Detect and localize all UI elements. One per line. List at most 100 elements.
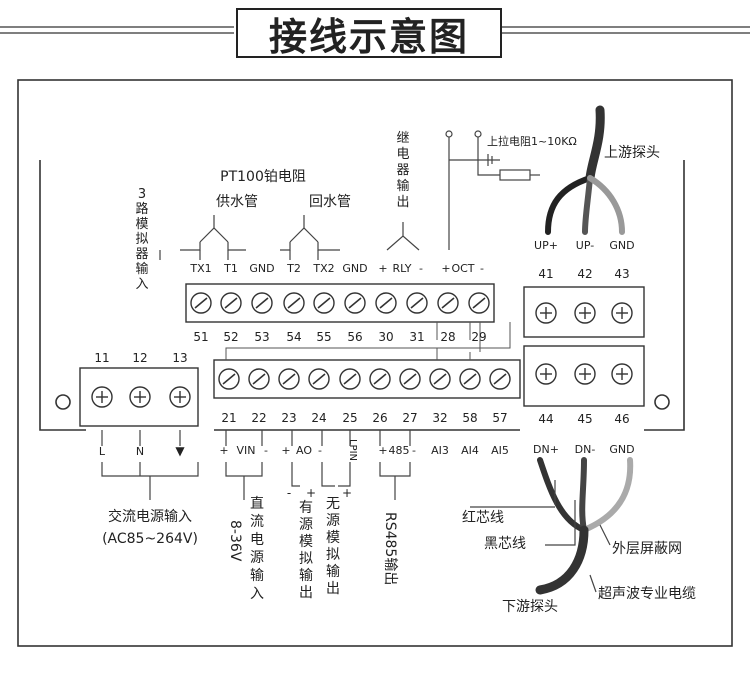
terminal-screw[interactable] [169, 386, 191, 408]
terminal-number: 22 [251, 411, 266, 425]
terminal-screw[interactable] [489, 368, 511, 390]
bottom-terminal-block [213, 359, 521, 399]
terminal-number: 29 [471, 330, 486, 344]
ultrasonic-cable-label: 超声波专业电缆 [598, 586, 696, 602]
mount-hole-right [654, 394, 670, 410]
terminal-signal: LPIN [347, 439, 358, 461]
pt100-wiring [159, 215, 340, 260]
terminal-screw[interactable] [344, 292, 366, 314]
terminal-screw[interactable] [251, 292, 273, 314]
upstream-probe-label: 上游探头 [604, 145, 660, 161]
page-title: 接线示意图 [236, 8, 502, 59]
terminal-screw[interactable] [611, 363, 633, 385]
terminal-screw[interactable] [459, 368, 481, 390]
dc-power-label: 直流电源输入 [250, 495, 264, 602]
terminal-number: 53 [254, 330, 269, 344]
terminal-signal: AI4 [461, 444, 479, 457]
terminal-screw[interactable] [218, 368, 240, 390]
terminal-screw[interactable] [429, 368, 451, 390]
terminal-screw[interactable] [283, 292, 305, 314]
terminal-screw[interactable] [308, 368, 330, 390]
terminal-number: 27 [402, 411, 417, 425]
terminal-number: 58 [462, 411, 477, 425]
relay-wiring [386, 222, 420, 251]
terminal-number: 13 [172, 351, 187, 365]
black-core-label: 黑芯线 [484, 536, 526, 552]
terminal-screw[interactable] [129, 386, 151, 408]
terminal-signal: GND [609, 443, 634, 456]
relay-output-label: 继电器输出 [396, 131, 409, 210]
terminal-screw[interactable] [220, 292, 242, 314]
terminal-signal: - [480, 262, 484, 275]
pullup-label: 上拉电阻1~10KΩ [487, 134, 577, 148]
terminal-number: 46 [614, 412, 629, 426]
pt100-label: PT100铂电阻 [220, 169, 306, 185]
terminal-number: 32 [432, 411, 447, 425]
terminal-signal: ▼ [175, 444, 185, 458]
terminal-screw[interactable] [535, 363, 557, 385]
terminal-number: 28 [440, 330, 455, 344]
supply-pipe-label: 供水管 [216, 194, 258, 210]
terminal-signal: - [419, 262, 423, 275]
terminal-signal: + [441, 262, 450, 275]
terminal-screw[interactable] [406, 292, 428, 314]
terminal-number: 11 [94, 351, 109, 365]
terminal-screw[interactable] [369, 368, 391, 390]
terminal-signal: UP- [576, 239, 594, 252]
terminal-screw[interactable] [574, 302, 596, 324]
terminal-number: 12 [132, 351, 147, 365]
outer-frame [17, 79, 733, 647]
terminal-signal: AI3 [431, 444, 449, 457]
terminal-signal: + [378, 262, 387, 275]
terminal-screw[interactable] [339, 368, 361, 390]
terminal-screw[interactable] [468, 292, 490, 314]
terminal-screw[interactable] [399, 368, 421, 390]
terminal-signal: RLY [392, 262, 411, 275]
terminal-number: 25 [342, 411, 357, 425]
label-leaders [101, 430, 611, 593]
terminal-number: 31 [409, 330, 424, 344]
polarity-mark: - [287, 486, 291, 500]
terminal-screw[interactable] [611, 302, 633, 324]
bus-lines [225, 322, 511, 360]
terminal-screw[interactable] [313, 292, 335, 314]
terminal-signal: - [264, 444, 268, 457]
upstream-cable [545, 105, 625, 235]
terminal-screw[interactable] [574, 363, 596, 385]
terminal-screw[interactable] [278, 368, 300, 390]
terminal-screw[interactable] [535, 302, 557, 324]
downstream-cable [535, 457, 634, 595]
terminal-signal: - [318, 444, 322, 457]
terminal-signal: 485 [389, 444, 410, 457]
terminal-signal: OCT [451, 262, 474, 275]
terminal-signal: AO [296, 444, 312, 457]
terminal-number: 56 [347, 330, 362, 344]
terminal-number: 51 [193, 330, 208, 344]
terminal-screw[interactable] [248, 368, 270, 390]
terminal-signal: DN+ [533, 443, 559, 456]
terminal-signal: + [378, 444, 387, 457]
oct-pullup-wiring [445, 130, 540, 250]
active-analog-output-label: 有源模拟输出 [299, 500, 313, 601]
terminal-screw[interactable] [91, 386, 113, 408]
terminal-number: 57 [492, 411, 507, 425]
terminal-signal: - [412, 444, 416, 457]
terminal-signal: GND [609, 239, 634, 252]
terminal-signal: AI5 [491, 444, 509, 457]
terminal-number: 55 [316, 330, 331, 344]
device-body [39, 160, 685, 431]
top-terminal-block [185, 283, 495, 323]
terminal-screw[interactable] [375, 292, 397, 314]
terminal-number: 44 [538, 412, 553, 426]
ac-range-label: (AC85~264V) [102, 531, 198, 547]
terminal-screw[interactable] [190, 292, 212, 314]
terminal-screw[interactable] [437, 292, 459, 314]
terminal-signal: + [219, 444, 228, 457]
terminal-number: 21 [221, 411, 236, 425]
terminal-number: 54 [286, 330, 301, 344]
terminal-number: 42 [577, 267, 592, 281]
title-decoration [0, 26, 750, 34]
polarity-mark: + [306, 486, 316, 500]
terminal-signal: T1 [223, 262, 238, 275]
